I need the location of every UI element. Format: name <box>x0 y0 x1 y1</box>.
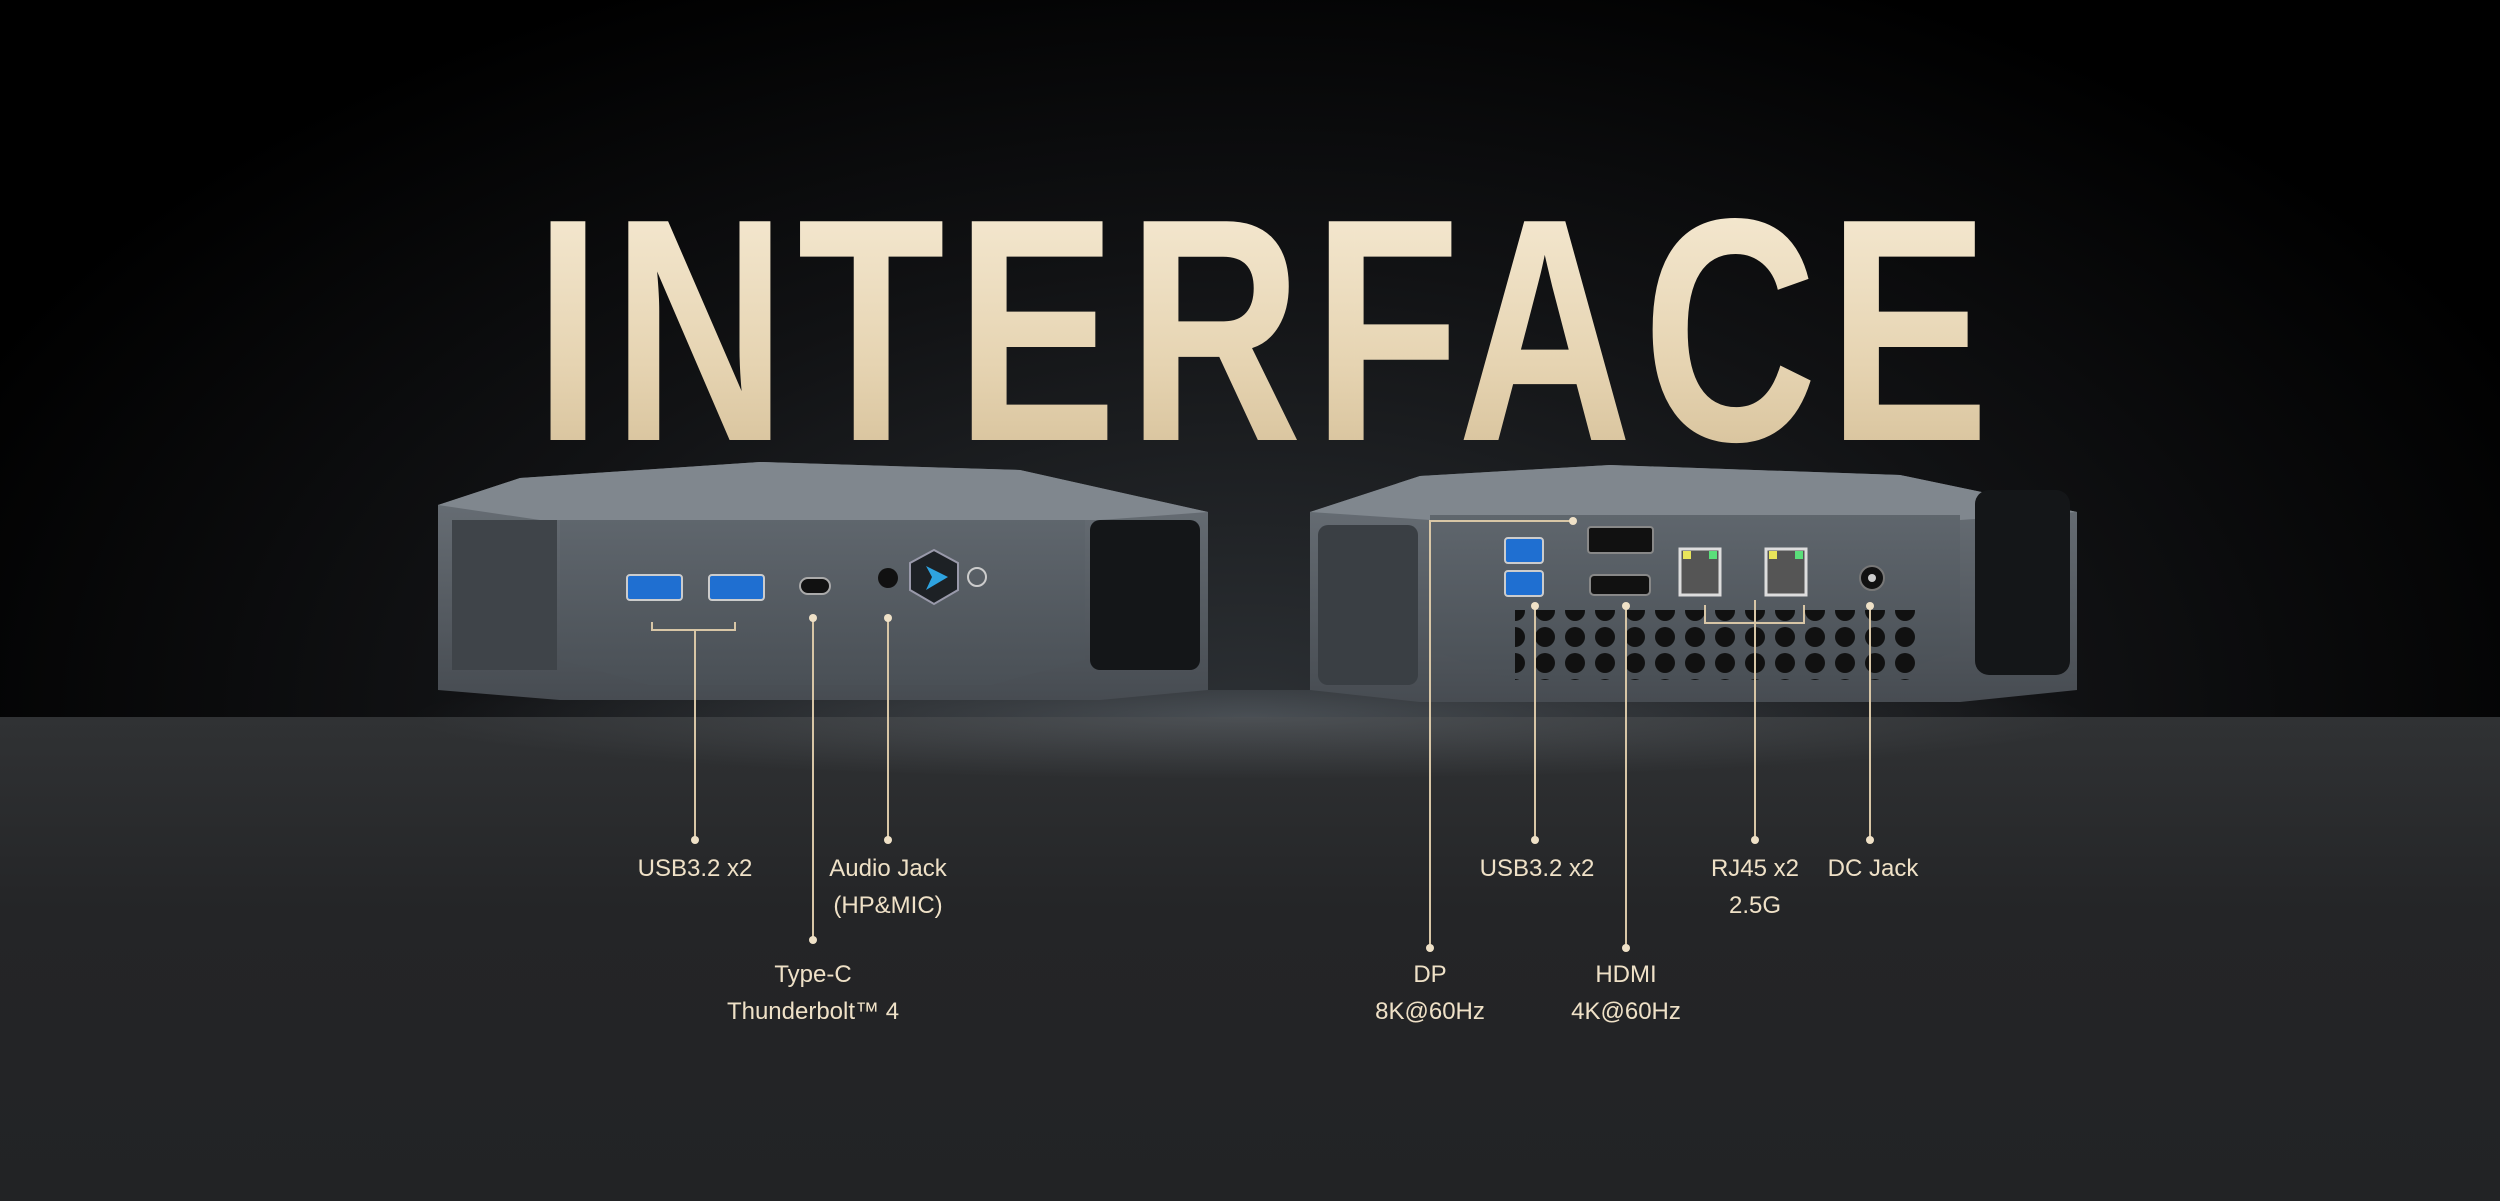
audio-jack-icon <box>878 568 898 588</box>
label-line: Thunderbolt™ 4 <box>726 998 900 1025</box>
label-line: 2.5G <box>1728 892 1782 919</box>
label-line: 8K@60Hz <box>1375 998 1485 1025</box>
label-hdmi: HDMI 4K@60Hz <box>1571 956 1681 1030</box>
callout-lines <box>691 517 1874 952</box>
label-dp: DP 8K@60Hz <box>1375 956 1485 1030</box>
label-line: Audio Jack <box>829 855 947 882</box>
label-line: Type-C <box>774 961 852 988</box>
front-device <box>438 462 1208 700</box>
label-audio-jack: Audio Jack (HP&MIC) <box>829 850 946 924</box>
floor-surface <box>0 717 2500 1201</box>
label-line: RJ45 x2 <box>1710 855 1800 882</box>
usb-port-icon <box>1504 537 1544 564</box>
power-button-icon[interactable] <box>967 567 987 587</box>
rear-device <box>1310 465 2077 702</box>
label-line: (HP&MIC) <box>833 892 943 919</box>
dp-port-icon <box>1587 526 1654 554</box>
usb-port-icon <box>626 574 683 601</box>
label-line: USB3.2 x2 <box>637 855 753 882</box>
label-rj45: RJ45 x2 2.5G <box>1711 850 1799 924</box>
usb-port-icon <box>708 574 765 601</box>
floor-glow <box>400 690 2100 780</box>
side-vent <box>452 520 557 670</box>
headline: INTERFACE <box>497 172 2037 490</box>
usb-c-port-icon <box>799 577 831 595</box>
front-panel <box>560 520 1085 685</box>
label-dc-jack: DC Jack <box>1828 850 1919 887</box>
usb-port-icon <box>1504 570 1544 597</box>
label-line: HDMI <box>1595 961 1657 988</box>
label-line: DP <box>1413 961 1447 988</box>
background-dark <box>0 0 2500 717</box>
hdmi-port-icon <box>1589 574 1651 596</box>
label-line: DC Jack <box>1827 855 1919 882</box>
headline-text: INTERFACE <box>534 153 2000 508</box>
label-rear-usb: USB3.2 x2 <box>1480 850 1595 887</box>
label-line: USB3.2 x2 <box>1479 855 1595 882</box>
label-type-c: Type-C Thunderbolt™ 4 <box>727 956 899 1030</box>
label-line: 4K@60Hz <box>1571 998 1681 1025</box>
label-front-usb: USB3.2 x2 <box>638 850 753 887</box>
